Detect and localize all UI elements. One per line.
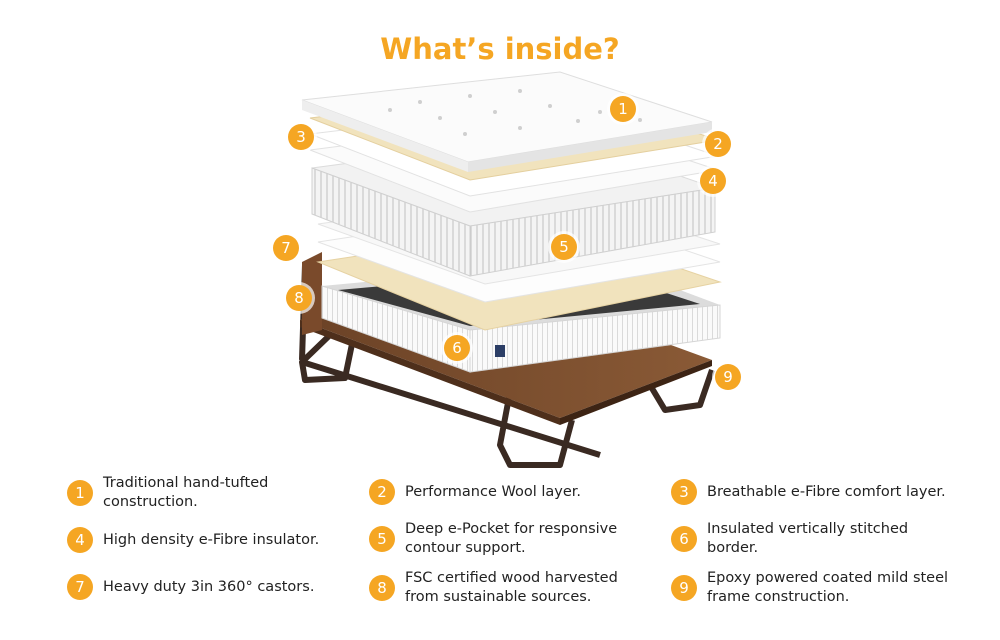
feature-3: 3 Breathable e-Fibre comfort layer. <box>671 479 997 505</box>
exploded-mattress-illustration <box>299 71 722 468</box>
feature-number: 6 <box>671 526 697 552</box>
callout-1: 1 <box>610 96 636 122</box>
feature-2: 2 Performance Wool layer. <box>369 479 645 505</box>
feature-9: 9 Epoxy powered coated mild steel frame … <box>671 569 967 607</box>
callout-4: 4 <box>700 168 726 194</box>
callout-7: 7 <box>273 235 299 261</box>
callout-8: 8 <box>286 285 312 311</box>
feature-text: Insulated vertically stitched border. <box>707 521 909 556</box>
feature-number: 4 <box>67 527 93 553</box>
feature-number: 8 <box>369 575 395 601</box>
feature-number: 7 <box>67 574 93 600</box>
feature-text: Epoxy powered coated mild steel frame co… <box>707 570 949 605</box>
feature-text: High density e-Fibre insulator. <box>103 531 320 548</box>
feature-text: Performance Wool layer. <box>405 483 582 500</box>
feature-number: 1 <box>67 480 93 506</box>
feature-1: 1 Traditional hand-tufted construction. <box>67 474 343 512</box>
callout-6: 6 <box>444 335 470 361</box>
feature-8: 8 FSC certified wood harvested from sust… <box>369 569 655 607</box>
feature-text: FSC certified wood harvested from sustai… <box>405 570 618 605</box>
feature-text: Heavy duty 3in 360° castors. <box>103 578 315 595</box>
feature-text: Breathable e-Fibre comfort layer. <box>707 483 946 500</box>
feature-number: 2 <box>369 479 395 505</box>
feature-number: 9 <box>671 575 697 601</box>
callout-3: 3 <box>288 124 314 150</box>
feature-number: 3 <box>671 479 697 505</box>
feature-6: 6 Insulated vertically stitched border. <box>671 520 937 558</box>
callout-2: 2 <box>705 131 731 157</box>
callout-5: 5 <box>551 234 577 260</box>
callout-9: 9 <box>715 364 741 390</box>
feature-text: Traditional hand-tufted construction. <box>103 475 269 510</box>
feature-5: 5 Deep e-Pocket for responsive contour s… <box>369 520 660 558</box>
page-title: What’s inside? <box>380 32 620 66</box>
tufted-top-layer <box>301 71 713 172</box>
feature-7: 7 Heavy duty 3in 360° castors. <box>67 574 343 600</box>
feature-number: 5 <box>369 526 395 552</box>
feature-4: 4 High density e-Fibre insulator. <box>67 527 363 553</box>
feature-text: Deep e-Pocket for responsive contour sup… <box>405 521 618 556</box>
